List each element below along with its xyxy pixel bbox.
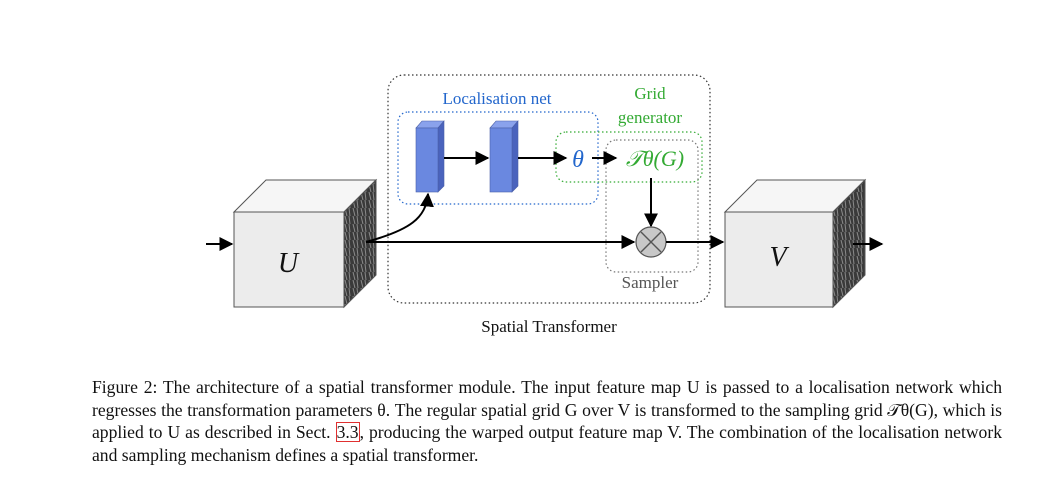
grid-generator-label-line1: Grid bbox=[634, 84, 666, 103]
sampler-box bbox=[605, 139, 699, 273]
arrow-input-to-localisation bbox=[365, 192, 434, 243]
sampler-label: Sampler bbox=[622, 273, 679, 292]
spatial-transformer-diagram: Localisation net Grid generator Sampler … bbox=[206, 74, 884, 336]
spatial-transformer-box bbox=[387, 74, 711, 304]
localisation-net-box bbox=[397, 111, 599, 205]
localisation-layer-1 bbox=[415, 120, 445, 193]
caption-label: Figure 2: bbox=[92, 377, 158, 397]
spatial-transformer-label: Spatial Transformer bbox=[481, 317, 617, 336]
localisation-layer-2 bbox=[489, 120, 519, 193]
theta-symbol: θ bbox=[572, 147, 584, 173]
grid-generator-box bbox=[555, 131, 703, 183]
grid-generator-label-line2: generator bbox=[618, 108, 683, 127]
section-reference-link[interactable]: 3.3 bbox=[335, 422, 360, 442]
localisation-net-label: Localisation net bbox=[442, 89, 551, 108]
figure-caption: Figure 2: The architecture of a spatial … bbox=[92, 376, 1002, 466]
output-feature-map-cube bbox=[723, 178, 867, 309]
input-label-u: U bbox=[278, 248, 300, 279]
sampler-node bbox=[635, 226, 667, 258]
caption-text-1: The architecture of a spatial transforme… bbox=[92, 377, 1002, 442]
input-feature-map-cube bbox=[232, 178, 378, 309]
output-label-v: V bbox=[769, 242, 789, 273]
transform-symbol: 𝒯θ(G) bbox=[626, 146, 684, 171]
caption-text-2: , producing the warped output feature ma… bbox=[92, 422, 1002, 465]
